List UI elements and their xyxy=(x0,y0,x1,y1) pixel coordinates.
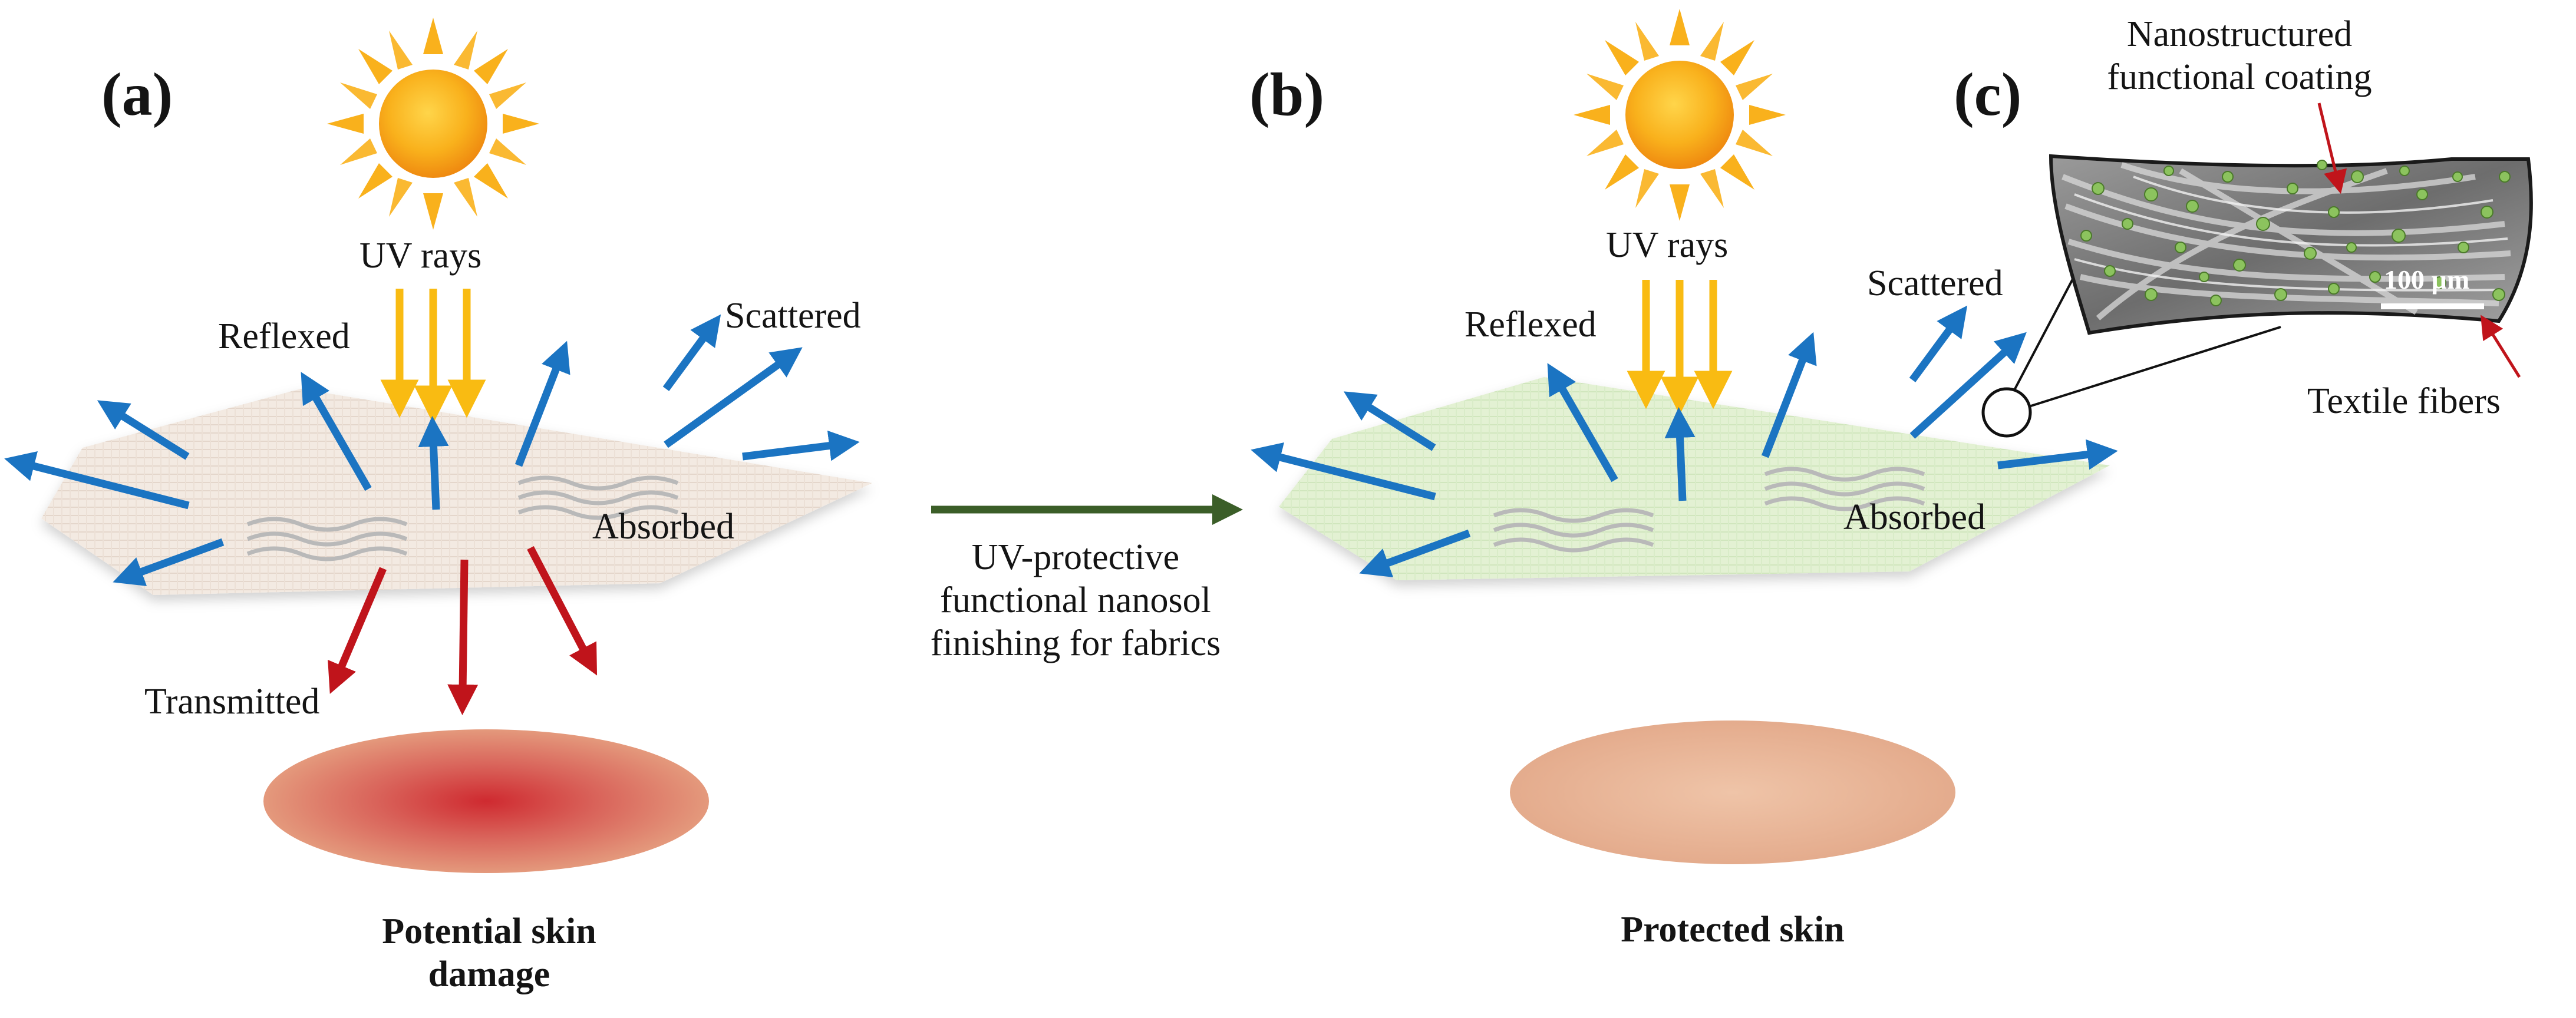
transmitted-arrows xyxy=(328,546,598,715)
panel-c xyxy=(1981,103,2533,438)
coating-label-line-1: Nanostructured xyxy=(2126,14,2353,54)
transmitted-label: Transmitted xyxy=(144,682,320,722)
absorbed-wave-icon xyxy=(246,475,679,561)
process-line-2: functional nanosol xyxy=(940,580,1211,621)
process-line-1: UV-protective xyxy=(971,537,1180,577)
caption-damage-line-1: Potential skin xyxy=(382,911,596,951)
absorbed-label: Absorbed xyxy=(1843,497,1986,537)
zoom-line xyxy=(2029,326,2281,408)
reflected-scattered-arrows xyxy=(1251,305,2118,577)
fibers-label: Textile fibers xyxy=(2307,381,2501,421)
sun-icon xyxy=(1574,9,1786,221)
uncoated-fabric xyxy=(41,389,872,595)
scale-bar-label: 100 µm xyxy=(2384,265,2470,295)
scattered-label: Scattered xyxy=(1867,263,2003,303)
fiber-pointer-arrow xyxy=(2481,315,2521,378)
process-caption: UV-protective functional nanosol finishi… xyxy=(893,536,1258,665)
process-line-3: finishing for fabrics xyxy=(930,623,1221,664)
damaged-skin xyxy=(263,729,709,873)
panel-label-a: (a) xyxy=(101,61,173,128)
absorbed-wave-icon xyxy=(1493,467,1925,553)
sun-icon xyxy=(327,18,539,230)
uv-ray-arrows xyxy=(380,289,486,424)
coating-label-line-2: functional coating xyxy=(2107,57,2372,98)
panel-label-b: (b) xyxy=(1249,61,1325,128)
uv-ray-arrows xyxy=(1627,280,1733,415)
caption-damage: Potential skin damage xyxy=(312,910,666,996)
absorbed-label: Absorbed xyxy=(592,507,735,547)
coating-pointer-arrow xyxy=(2317,103,2347,194)
caption-damage-line-2: damage xyxy=(428,954,550,995)
uv-rays-label: UV rays xyxy=(1606,225,1729,265)
reflexed-label: Reflexed xyxy=(1465,305,1597,345)
nanoparticles xyxy=(2080,160,2511,306)
caption-protected: Protected skin xyxy=(1621,910,1845,950)
coating-label: Nanostructured functional coating xyxy=(2033,13,2446,99)
reflexed-label: Reflexed xyxy=(218,316,350,356)
reflected-scattered-arrows xyxy=(4,314,860,586)
panel-label-c: (c) xyxy=(1954,61,2022,128)
coated-fabric xyxy=(1279,377,2110,580)
zoom-circle xyxy=(1981,387,2032,438)
protected-skin xyxy=(1510,720,1955,864)
sem-image xyxy=(2049,154,2533,335)
panel-a xyxy=(4,18,872,873)
panel-b xyxy=(1251,9,2118,864)
uv-rays-label: UV rays xyxy=(359,236,482,276)
scattered-label: Scattered xyxy=(725,296,861,336)
